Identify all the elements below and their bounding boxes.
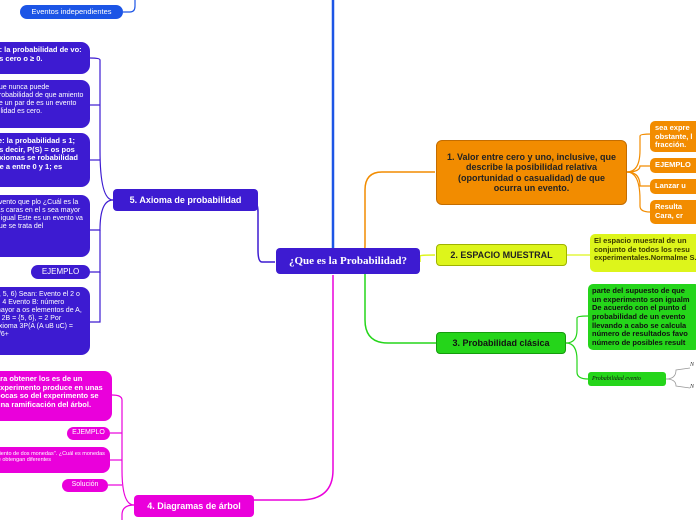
branch-4-node[interactable]: 4. Diagramas de árbol: [134, 495, 254, 517]
magenta-connector: [254, 275, 334, 501]
branch-1-sub-definition[interactable]: sea expre obstante, l fracción.: [650, 121, 696, 152]
central-topic-label: ¿Que es la Probabilidad?: [288, 254, 408, 267]
branch-3-leaf-1: N: [690, 362, 695, 368]
green-connector: [364, 262, 436, 344]
branch-1-sub-resultados[interactable]: Resulta Cara, cr: [650, 200, 696, 224]
branch-5-axiom-2[interactable]: re: la probabilidad s 1; es decir, P(S) …: [0, 133, 90, 187]
branch-4-definition[interactable]: ara obtener los es de un experimento pro…: [0, 371, 112, 421]
branch-3-sub-definition[interactable]: parte del supuesto de que un experimento…: [588, 284, 696, 350]
branch-5-axiom-2-note[interactable]: evento que plo ¿Cuál es la las caras en …: [0, 195, 90, 257]
central-topic[interactable]: ¿Que es la Probabilidad?: [276, 248, 420, 274]
branch-1-label: 1. Valor entre cero y uno, inclusive, qu…: [446, 151, 617, 193]
branch-3-node[interactable]: 3. Probabilidad clásica: [436, 332, 566, 354]
branch-5-node[interactable]: 5. Axioma de probabilidad: [113, 189, 258, 211]
branch-4-example-pill[interactable]: EJEMPLO: [67, 427, 110, 440]
branch-3-sub-formula[interactable]: Probabilidad evento: [588, 372, 666, 386]
branch-5-axiom-1[interactable]: d: la probabilidad de vo: es cero o ≥ 0.: [0, 42, 90, 74]
branch-5-label: 5. Axioma de probabilidad: [129, 194, 242, 205]
branch-5-example-detail[interactable]: 4, 5, 6) Sean: Evento el 2 o el 4 Evento…: [0, 287, 90, 355]
independent-events-pill[interactable]: Eventos independientes: [20, 5, 123, 19]
branch-2-sub-definition[interactable]: El espacio muestral de un conjunto de to…: [590, 234, 696, 272]
branch-4-solution-pill[interactable]: Solución: [62, 479, 108, 492]
branch-3-label: 3. Probabilidad clásica: [452, 337, 550, 348]
yellow-connector: [419, 254, 436, 262]
branch-1-sub-example[interactable]: EJEMPLO: [650, 158, 696, 173]
branch-1-sub-lanzar[interactable]: Lanzar u: [650, 179, 696, 194]
branch-4-example-detail[interactable]: miento de dos monedas". ¿Cuál es monedas…: [0, 447, 110, 473]
branch-5-example-pill[interactable]: EJEMPLO: [31, 265, 90, 279]
branch-5-axiom-1-note[interactable]: que nunca puede probabilidad de que amie…: [0, 80, 90, 128]
branch-1-node[interactable]: 1. Valor entre cero y uno, inclusive, qu…: [436, 140, 627, 205]
branch-4-label: 4. Diagramas de árbol: [147, 500, 241, 511]
branch-2-node[interactable]: 2. ESPACIO MUESTRAL: [436, 244, 567, 266]
branch-3-leaf-2: N: [690, 384, 695, 390]
branch-2-label: 2. ESPACIO MUESTRAL: [450, 249, 553, 260]
